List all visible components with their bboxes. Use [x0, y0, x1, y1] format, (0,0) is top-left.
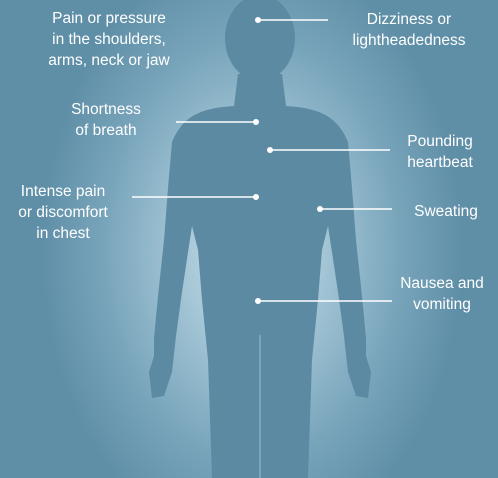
label-nausea-vomiting: Nausea and vomiting — [386, 273, 498, 315]
label-sweating: Sweating — [398, 201, 494, 222]
dot-chest-pain — [253, 194, 259, 200]
label-shoulder-arm-neck-jaw-pain: Pain or pressure in the shoulders, arms,… — [14, 8, 204, 71]
label-pounding-heartbeat: Pounding heartbeat — [390, 131, 490, 173]
dot-pounding-heartbeat — [267, 147, 273, 153]
dot-dizziness — [255, 17, 261, 23]
label-dizziness: Dizziness or lightheadedness — [334, 9, 484, 51]
label-chest-pain: Intense pain or discomfort in chest — [4, 181, 122, 244]
dot-nausea — [255, 298, 261, 304]
label-shortness-of-breath: Shortness of breath — [40, 99, 172, 141]
dot-shortness-of-breath — [253, 119, 259, 125]
head-shape — [225, 0, 295, 81]
dot-sweating — [317, 206, 323, 212]
